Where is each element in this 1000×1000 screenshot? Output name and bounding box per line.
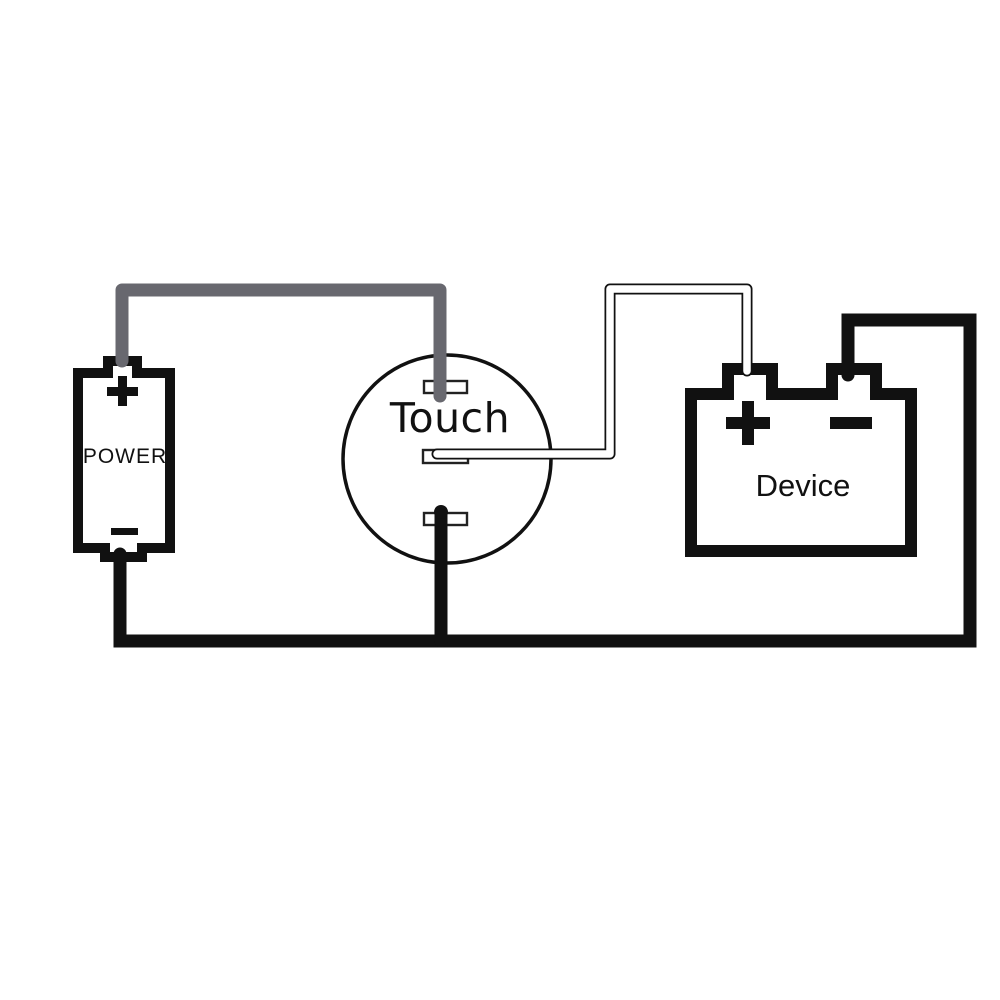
wire-junction-dot — [434, 505, 448, 519]
white-wire-core — [433, 285, 751, 458]
device-outline — [685, 363, 917, 557]
power-plus-icon — [107, 376, 138, 406]
black-ground-wire — [113, 313, 977, 648]
device-label: Device — [756, 468, 851, 503]
power-label: POWER — [83, 445, 167, 468]
gray-wire — [115, 283, 447, 403]
power-outline — [73, 356, 175, 562]
touch-label: Touch — [389, 394, 510, 442]
device — [685, 363, 917, 557]
power-supply — [73, 356, 175, 562]
device-minus-icon — [830, 417, 872, 429]
power-minus-icon — [111, 528, 138, 535]
device-plus-icon — [726, 401, 770, 445]
